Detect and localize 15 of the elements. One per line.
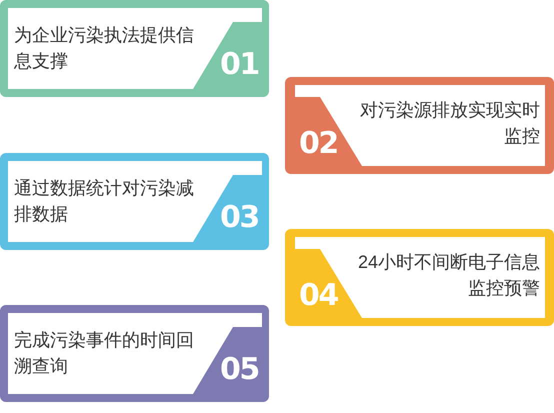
card-text: 完成污染事件的时间回溯查询 bbox=[14, 329, 195, 378]
card-number: 04 bbox=[299, 281, 338, 311]
card-number: 01 bbox=[220, 50, 259, 80]
card-number: 03 bbox=[220, 203, 259, 233]
card-number: 05 bbox=[220, 355, 259, 385]
card-text: 通过数据统计对污染减排数据 bbox=[14, 177, 195, 226]
card-number: 02 bbox=[299, 129, 338, 159]
card bbox=[285, 77, 554, 174]
card bbox=[0, 305, 269, 402]
card bbox=[0, 153, 269, 250]
card bbox=[0, 0, 269, 97]
card-text: 为企业污染执法提供信息支撑 bbox=[14, 24, 195, 73]
card-text: 24小时不间断电子信息监控预警 bbox=[356, 251, 540, 300]
card-text: 对污染源排放实现实时监控 bbox=[359, 99, 540, 148]
card bbox=[285, 229, 554, 326]
